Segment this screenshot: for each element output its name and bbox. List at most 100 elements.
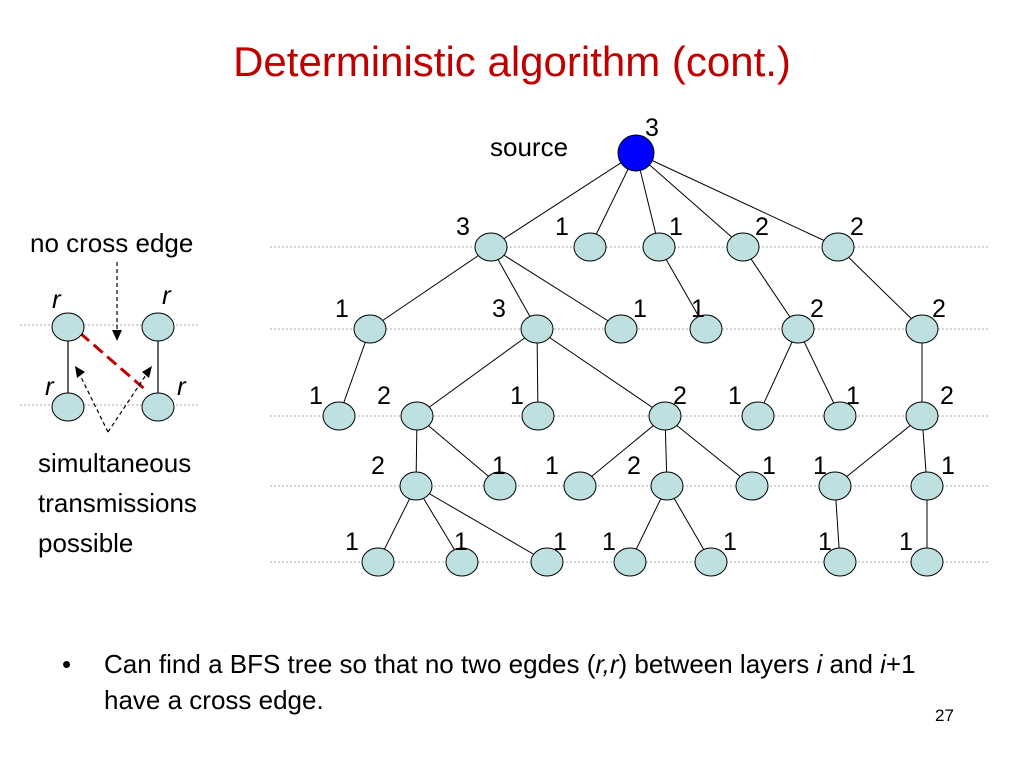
tree-node-a2 [573, 232, 607, 262]
node-r-bottom-right [141, 392, 175, 422]
edge-src-a5 [635, 152, 839, 248]
edge-a1-b2 [490, 246, 538, 330]
node-number-c4: 2 [673, 382, 687, 410]
tree-node-e4 [613, 547, 647, 577]
tree-node-b5 [781, 314, 815, 344]
edge-b2-c3 [536, 328, 539, 417]
tree-node-c4 [648, 401, 682, 431]
edge-b5-c6 [797, 328, 841, 417]
edge-c4-d5 [664, 415, 753, 487]
tree-node-a3 [642, 232, 676, 262]
edge-src-a1 [490, 152, 637, 248]
node-number-e1: 1 [345, 528, 359, 556]
tree-node-b3 [604, 314, 638, 344]
node-number-a3: 1 [669, 213, 683, 241]
node-number-c6: 1 [846, 382, 860, 410]
node-number-b6: 2 [932, 295, 946, 323]
caption-line-3: possible [38, 528, 133, 558]
edge-a4-b5 [742, 246, 799, 330]
edge-a5-b6 [837, 246, 923, 330]
arrow-transmission-left [79, 374, 109, 433]
arrowhead-down-icon [112, 330, 122, 341]
node-number-c2: 2 [377, 382, 391, 410]
node-number-b5: 2 [810, 295, 824, 323]
caption-line-2: transmissions [38, 488, 197, 518]
tree-node-d2 [483, 471, 517, 501]
r-label-top-left: r [52, 284, 62, 314]
tree-node-a1 [474, 232, 508, 262]
node-number-d5: 1 [762, 452, 776, 480]
slide-title: Deterministic algorithm (cont.) [233, 38, 791, 85]
node-number-c7: 2 [940, 382, 954, 410]
arrowhead-up-right-icon [142, 366, 152, 378]
node-number-d1: 2 [371, 452, 385, 480]
node-number-b2: 3 [492, 295, 506, 323]
node-number-e7: 1 [899, 528, 913, 556]
node-number-d3: 1 [545, 452, 559, 480]
tree-node-b2 [520, 314, 554, 344]
tree-node-e6 [823, 547, 857, 577]
tree-node-d7 [910, 471, 944, 501]
tree-edges [338, 152, 928, 563]
tree-node-a5 [821, 232, 855, 262]
slide-number: 27 [935, 706, 954, 725]
node-number-e2: 1 [454, 528, 468, 556]
tree-node-e3 [530, 547, 564, 577]
no-cross-edge-caption: no cross edge [30, 228, 193, 258]
node-number-c1: 1 [309, 382, 323, 410]
node-number-e4: 1 [602, 528, 616, 556]
edge-b1-c1 [338, 328, 371, 417]
bullet-text: Can find a BFS tree so that no two egdes… [104, 649, 916, 715]
node-number-e5: 1 [723, 528, 737, 556]
node-r-top-left [51, 312, 85, 342]
node-number-d6: 1 [813, 452, 827, 480]
tree-node-c2 [400, 401, 434, 431]
node-number-b3: 1 [633, 295, 647, 323]
node-number-d4: 2 [627, 452, 641, 480]
node-number-a1: 3 [456, 213, 470, 241]
tree-node-e2 [445, 547, 479, 577]
node-number-b4: 1 [691, 295, 705, 323]
node-number-e6: 1 [818, 528, 832, 556]
edge-c4-d3 [579, 415, 666, 487]
tree-node-a4 [726, 232, 760, 262]
edge-b5-c5 [757, 328, 799, 417]
tree-node-d3 [563, 471, 597, 501]
node-number-a5: 2 [850, 213, 864, 241]
node-number-a2: 1 [555, 213, 569, 241]
tree-node-d4 [650, 471, 684, 501]
arrowhead-up-left-icon [75, 366, 85, 378]
node-number-e3: 1 [553, 528, 567, 556]
edge-c7-d6 [834, 415, 923, 487]
arrow-transmission-right [107, 374, 147, 433]
node-number-src: 3 [645, 114, 659, 142]
bullet-dot-icon: • [62, 649, 72, 679]
tree-node-b1 [353, 314, 387, 344]
source-label: source [490, 132, 568, 162]
r-label-bottom-left: r [45, 371, 55, 401]
node-r-bottom-left [51, 392, 85, 422]
source-node [617, 134, 655, 172]
tree-nodes [322, 134, 944, 577]
node-number-c3: 1 [510, 382, 524, 410]
caption-line-1: simultaneous [38, 448, 191, 478]
tree-node-d5 [735, 471, 769, 501]
edge-b2-c4 [536, 328, 666, 417]
tree-node-c6 [823, 401, 857, 431]
tree-node-b6 [905, 314, 939, 344]
edge-a1-b3 [490, 246, 622, 330]
r-label-bottom-right: r [177, 371, 187, 401]
edge-d1-e3 [415, 485, 548, 563]
edge-c2-d2 [416, 415, 501, 487]
edge-src-a4 [635, 152, 744, 248]
tree-node-c1 [322, 401, 356, 431]
tree-node-d6 [818, 471, 852, 501]
node-number-c5: 1 [728, 382, 742, 410]
tree-node-b4 [689, 314, 723, 344]
tree-node-d1 [399, 471, 433, 501]
edge-a1-b1 [369, 246, 492, 330]
node-number-b1: 1 [335, 295, 349, 323]
tree-node-e1 [361, 547, 395, 577]
tree-node-c3 [521, 401, 555, 431]
